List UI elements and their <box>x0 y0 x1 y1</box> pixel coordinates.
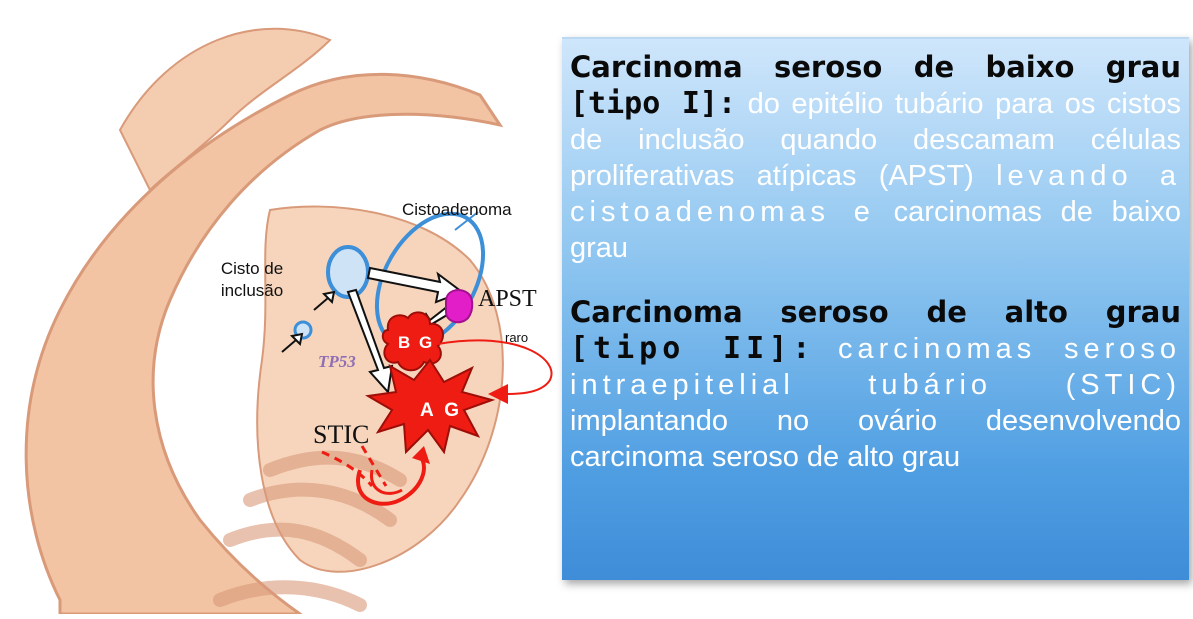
label-raro: raro <box>505 330 528 345</box>
label-tp53: TP53 <box>318 352 356 372</box>
info-box: Carcinoma seroso de baixo grau [tipo I]:… <box>562 37 1189 580</box>
label-apst: APST <box>478 286 537 313</box>
type2-paragraph: Carcinoma seroso de alto grau [tipo II]:… <box>570 294 1181 475</box>
inclusion-cyst-large <box>328 247 368 297</box>
label-bg: B G <box>398 333 434 353</box>
type1-heading: Carcinoma seroso de baixo grau <box>570 50 1181 84</box>
label-stic: STIC <box>313 420 369 450</box>
type1-tipo: [tipo I]: <box>570 86 736 121</box>
type1-paragraph: Carcinoma seroso de baixo grau [tipo I]:… <box>570 49 1181 266</box>
apst-blob <box>446 290 472 322</box>
label-cistoadenoma: Cistoadenoma <box>402 200 512 220</box>
label-cisto-inclusao: Cisto de inclusão <box>208 258 296 302</box>
type2-text-b: implantando no ovário desenvolvendo carc… <box>570 405 1181 473</box>
fallopian-tube-ovary-illustration: Cisto de inclusão Cistoadenoma APST raro… <box>0 0 570 614</box>
label-ag: A G <box>420 400 462 422</box>
type2-heading: Carcinoma seroso de alto grau <box>570 295 1181 329</box>
type2-tipo: [tipo II]: <box>570 331 815 366</box>
